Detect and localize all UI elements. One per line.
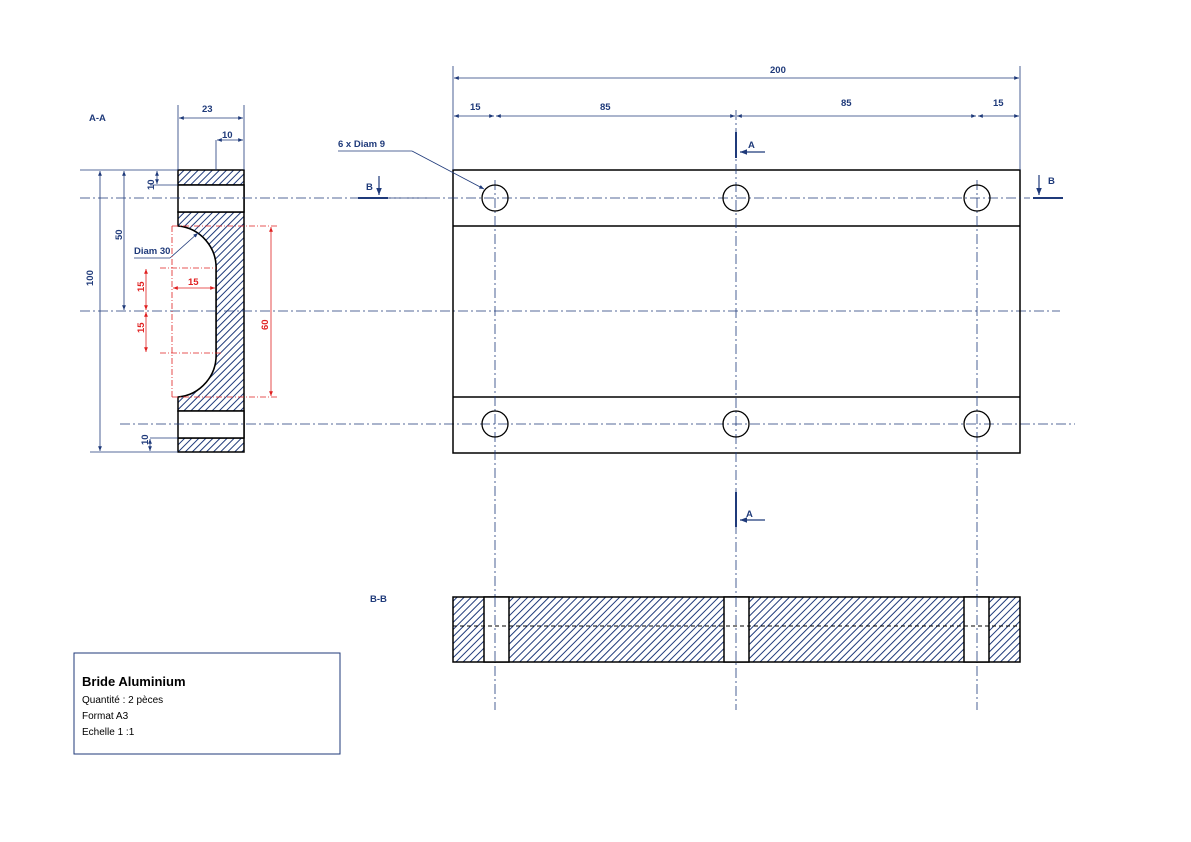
dim-bottom-offset: 10: [140, 434, 151, 445]
section-bb-label: B-B: [370, 594, 387, 605]
title-block-frame: [73, 652, 341, 755]
section-bb-hole: [963, 596, 990, 663]
holes-note: 6 x Diam 9: [338, 139, 385, 150]
section-aa-groove: [177, 225, 217, 398]
section-marker-label: A: [748, 140, 755, 151]
dim-edge-left: 15: [470, 102, 481, 113]
section-marker-a-bottom: A: [735, 492, 765, 527]
hole: [722, 410, 750, 438]
section-aa-top-hole: [177, 184, 245, 213]
hole: [481, 184, 509, 212]
section-marker-label: B: [366, 182, 373, 193]
dim-groove-depth: 15: [188, 277, 199, 288]
front-view-outline: [452, 169, 1021, 454]
groove-detail-dims: 15 15 15 60: [136, 225, 278, 398]
dim-groove-height: 60: [260, 319, 271, 330]
title-block-quantity: Quantité : 2 pèces: [82, 695, 163, 706]
front-view: 200 15 85 85 15 6 x Diam 9 A A B: [338, 65, 1063, 710]
dim-half-height: 50: [114, 229, 125, 240]
section-bb-view: B-B: [370, 594, 1021, 663]
title-block: Bride Aluminium Quantité : 2 pèces Forma…: [73, 652, 341, 755]
section-bb-hole: [723, 596, 750, 663]
title-block-scale: Echelle 1 :1: [82, 727, 135, 738]
dim-width: 23: [202, 104, 213, 115]
section-bb-hole: [483, 596, 510, 663]
section-marker-label: A: [746, 509, 753, 520]
section-marker-label: B: [1048, 176, 1055, 187]
hole: [963, 184, 991, 212]
dim-height: 100: [85, 270, 96, 286]
title-block-format: Format A3: [82, 711, 129, 722]
section-marker-b-right: B: [1033, 175, 1063, 199]
dim-edge-right: 15: [993, 98, 1004, 109]
section-marker-b-left: B: [358, 176, 388, 199]
section-marker-a-top: A: [735, 132, 765, 158]
dim-depth: 10: [222, 130, 233, 141]
dim-groove-upper: 15: [136, 281, 147, 292]
section-aa-label: A-A: [89, 113, 106, 124]
dim-pitch-left: 85: [600, 102, 611, 113]
diam-30-note: Diam 30: [134, 246, 170, 257]
section-aa-view: A-A 23 10 100 50 10 10 Diam 30: [80, 104, 1075, 453]
section-aa-bottom-hole: [177, 410, 245, 439]
title-block-title: Bride Aluminium: [82, 674, 186, 689]
hole: [481, 410, 509, 438]
dim-top-offset: 10: [146, 179, 157, 190]
dim-groove-lower: 15: [136, 322, 147, 333]
hole: [963, 410, 991, 438]
dim-pitch-right: 85: [841, 98, 852, 109]
dim-overall-length: 200: [770, 65, 786, 76]
hole: [722, 184, 750, 212]
